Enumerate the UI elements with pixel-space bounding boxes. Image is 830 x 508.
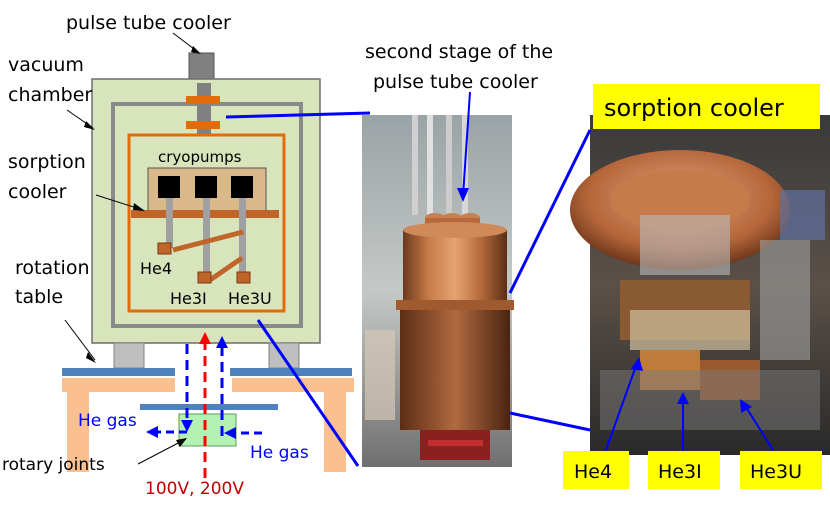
pulse-tube-head: [188, 52, 215, 84]
cryopump-he4: [158, 176, 180, 198]
pointer-he3i-photo-head: [677, 392, 689, 404]
pot-he3u: [236, 271, 251, 284]
sorption-photo: [570, 115, 830, 455]
he-gas-arrow-left: [146, 426, 158, 438]
link-he3i-he3u: [208, 255, 244, 283]
he-gas-arrow-up: [216, 336, 228, 348]
he-gas-arrow-down: [181, 420, 193, 432]
power-arrow-up: [199, 332, 211, 344]
pot-he3i: [197, 271, 212, 284]
label-vacuum: vacuum: [8, 54, 84, 76]
label-table: table: [15, 286, 63, 308]
sorption-cooler-box: [127, 133, 286, 313]
first-stage-plate: [186, 96, 220, 104]
pointer-rotation-head: [86, 352, 96, 363]
label-rotary-joints: rotary joints: [2, 455, 105, 475]
label-cryopumps: cryopumps: [158, 148, 242, 166]
pointer-pulse-tube-head: [191, 46, 201, 54]
label-he4-inner: He4: [140, 259, 172, 278]
pointer-he4-photo: [605, 362, 638, 451]
frame-top-left: [62, 378, 175, 392]
pointer-vacuum-head: [84, 121, 95, 130]
he-gas-arrow-in: [224, 427, 236, 439]
schematic: pulse tube cooler vacuum chamber sorptio…: [2, 12, 354, 499]
callout-he4-text: He4: [574, 461, 612, 483]
pointer-he3u-photo-head: [740, 399, 752, 413]
pointer-second-stage: [462, 91, 471, 197]
frame-top-right: [232, 378, 354, 392]
callout-he3u-bg: [740, 451, 822, 489]
frame-middle-bar: [140, 404, 278, 410]
pointer-he4-photo-head: [631, 357, 643, 371]
label-voltage: 100V, 200V: [145, 479, 244, 499]
cryopump-he3u: [231, 176, 253, 198]
label-second-stage-line1: second stage of the: [365, 41, 553, 63]
label-rotation: rotation: [15, 257, 90, 279]
rotary-joint-block: [178, 413, 237, 447]
label-he3u-inner: He3U: [228, 289, 272, 308]
label-he3i-inner: He3I: [170, 289, 207, 308]
connector-photos-top: [508, 129, 592, 294]
label-cooler: cooler: [8, 181, 67, 203]
label-sorption: sorption: [8, 151, 86, 173]
callout-he3i-text: He3I: [658, 461, 702, 483]
label-chamber: chamber: [8, 84, 92, 106]
callout-he4-bg: [563, 451, 629, 489]
label-he-gas-left: He gas: [78, 411, 137, 431]
cryopump-he3i: [195, 176, 217, 198]
callout-he3i-bg: [648, 451, 720, 489]
pointer-second-stage-head: [457, 188, 469, 202]
connector-second-stage: [225, 111, 371, 119]
connector-photos-bottom: [509, 411, 591, 432]
table-gap: [175, 366, 230, 378]
pipe-he4: [166, 198, 173, 248]
callout-sorption-bg: [593, 84, 820, 129]
frame-left-leg: [67, 392, 89, 472]
pot-he4: [157, 242, 172, 255]
label-pulse-tube-cooler: pulse tube cooler: [66, 12, 231, 34]
pointer-rotary: [137, 439, 185, 465]
second-stage-plate: [186, 121, 220, 129]
callout-he3u-text: He3U: [750, 461, 802, 483]
label-he-gas-right: He gas: [250, 443, 309, 463]
pointer-rotation: [64, 319, 96, 361]
link-he4-he3i: [172, 229, 244, 253]
cryostat-photo: [362, 91, 514, 467]
pipe-he3u: [239, 198, 246, 274]
callout-sorption-text: sorption cooler: [604, 94, 784, 122]
connector-bottom-left: [256, 319, 360, 467]
pointer-sorption-head: [133, 203, 145, 211]
pipe-he3i: [203, 198, 210, 274]
leg-left: [113, 342, 145, 369]
label-second-stage-line2: pulse tube cooler: [373, 71, 538, 93]
pointer-he3u-photo: [743, 403, 774, 451]
pointer-rotary-head: [176, 438, 187, 447]
